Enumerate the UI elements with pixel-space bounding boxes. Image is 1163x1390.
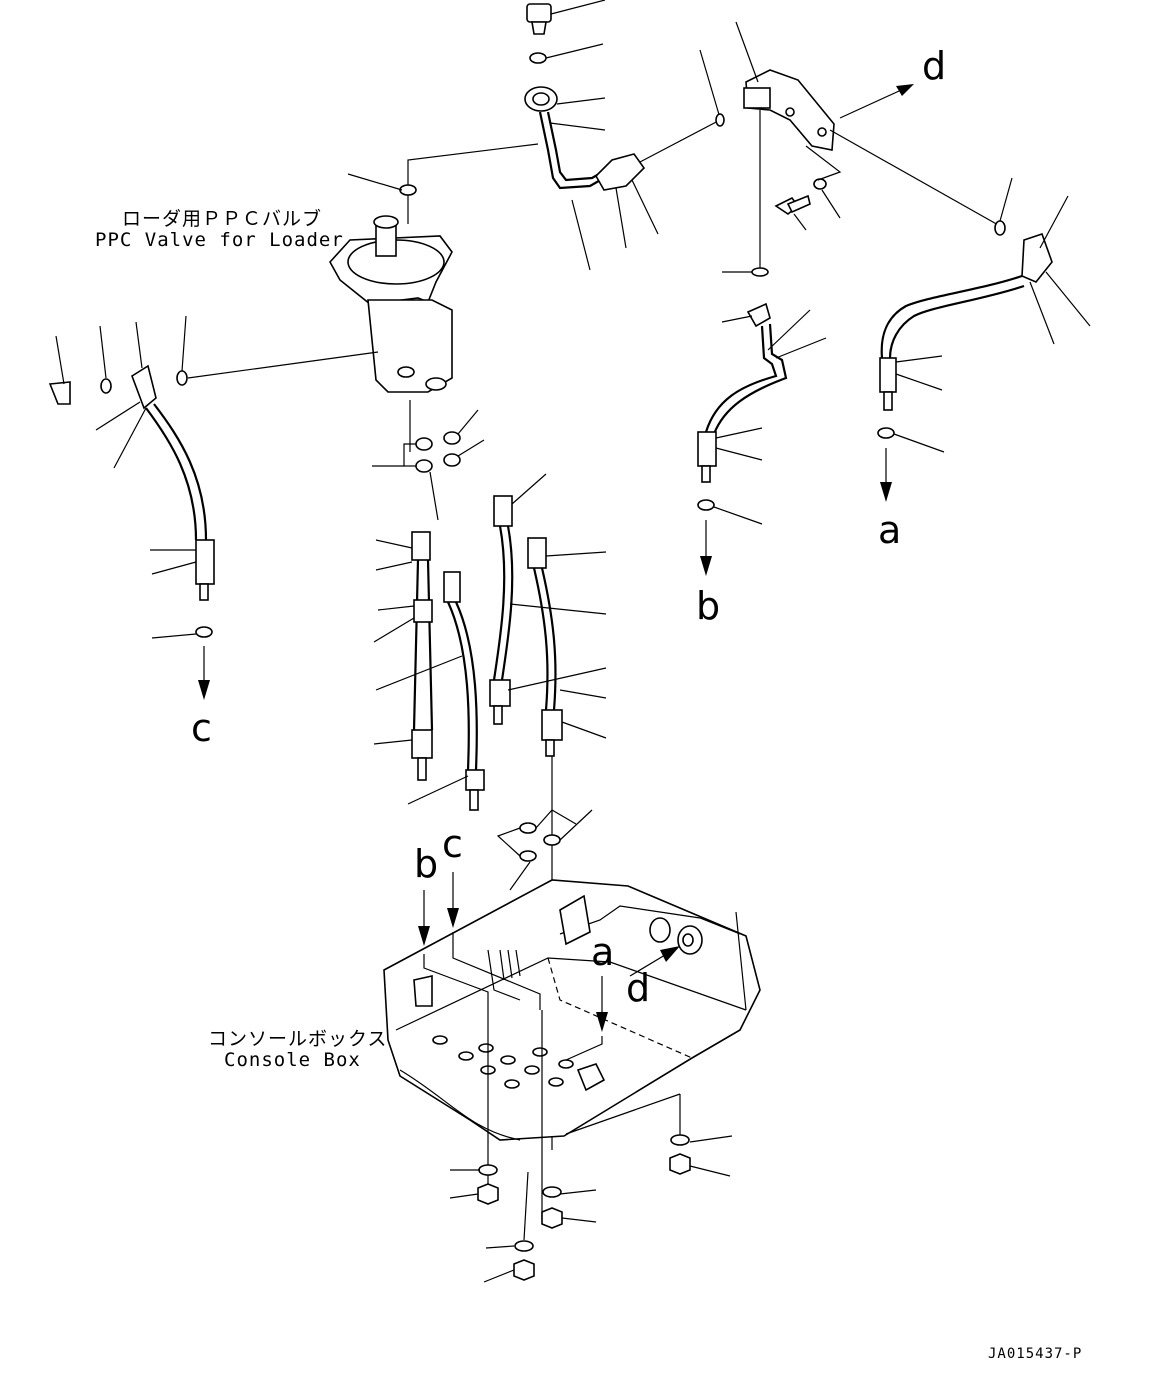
- arrow-c-bottom: [447, 872, 541, 1010]
- console-box: [383, 879, 761, 1220]
- middle-hose-3: [489, 473, 607, 725]
- arrow-b-bottom: [418, 890, 489, 1192]
- arrow-d-top: [839, 84, 914, 119]
- connection-letter-c-top: c: [191, 706, 212, 750]
- bolt-washer-d: [774, 145, 842, 231]
- connection-letter-a-top: a: [878, 508, 902, 552]
- connection-letter-c-bottom: c: [442, 822, 463, 866]
- ppc-valve-connections: [176, 143, 539, 386]
- arrow-a-bottom: [565, 976, 608, 1061]
- top-o-ring: [529, 43, 604, 64]
- middle-hose-2: [375, 571, 485, 811]
- o-ring-group: [372, 409, 485, 521]
- connection-letter-d-bottom: d: [626, 966, 651, 1010]
- ppc-valve-label-en: PPC Valve for Loader: [95, 229, 344, 251]
- connection-letter-b-bottom: b: [414, 842, 439, 886]
- console-box-label-en: Console Box: [224, 1049, 361, 1071]
- ppc-valve-label-jp: ローダ用ＰＰＣバルブ: [122, 208, 323, 230]
- washer-nut-right: [565, 1093, 733, 1177]
- hose-b: [697, 302, 827, 576]
- bracket-block: [699, 21, 1013, 277]
- connection-letter-a-bottom: a: [591, 930, 615, 974]
- top-tube-assembly: [524, 86, 721, 271]
- arrow-d-bottom: [629, 946, 680, 977]
- mid-o-rings: [496, 809, 593, 891]
- ppc-valve: [329, 215, 453, 452]
- drawing-code: JA015437-P: [988, 1346, 1083, 1362]
- hose-a: [877, 195, 1091, 502]
- top-elbow-fitting: [526, 0, 606, 35]
- cushion-rubbers: [649, 917, 703, 955]
- middle-hose-1: [373, 531, 434, 781]
- hose-c: [48, 321, 215, 700]
- console-box-label-jp: コンソールボックス: [208, 1028, 388, 1050]
- washer-nut-lower: [483, 1171, 535, 1283]
- washer-nut-center: [541, 1186, 597, 1229]
- connection-letter-d-top: d: [922, 44, 947, 88]
- washer-nut-left: [449, 1164, 499, 1205]
- middle-hose-4: [527, 537, 607, 1150]
- connection-letter-b-top: b: [696, 584, 721, 628]
